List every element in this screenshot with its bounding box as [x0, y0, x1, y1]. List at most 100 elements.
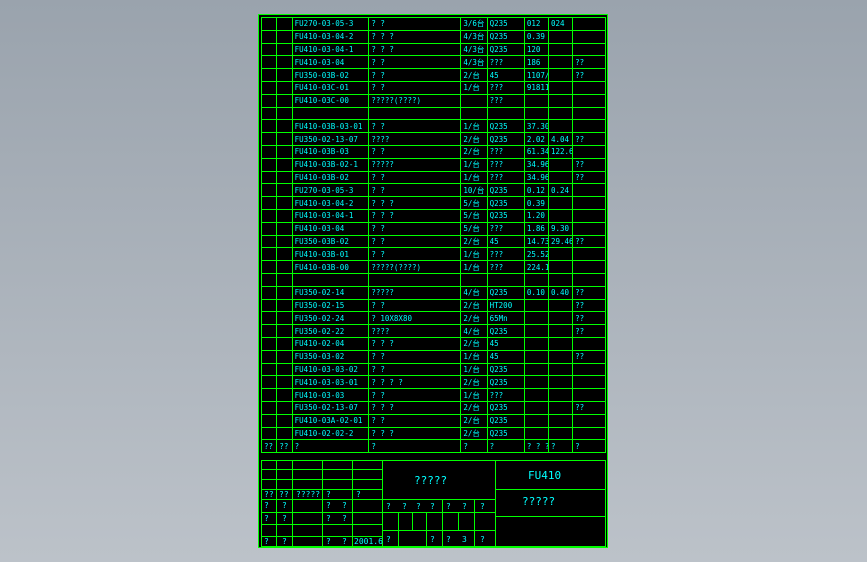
table-cell — [276, 234, 293, 249]
table-cell: 4/3台 — [460, 42, 488, 57]
title-label: ? — [446, 502, 451, 511]
table-cell: 0.24 — [547, 183, 574, 198]
table-cell: Q235 — [486, 119, 525, 134]
table-cell: ? ? — [368, 170, 462, 185]
table-cell: 45 — [486, 234, 525, 249]
table-cell: 4/3台 — [460, 29, 488, 44]
table-cell — [523, 388, 549, 402]
table-cell — [572, 221, 606, 236]
table-cell: 29.46 — [547, 234, 574, 249]
material-name: ????? — [522, 495, 556, 508]
table-cell — [547, 336, 574, 351]
table-cell — [260, 42, 278, 57]
table-cell — [260, 426, 278, 441]
drawing-number: FU410 — [528, 469, 562, 482]
table-cell — [276, 119, 293, 134]
table-cell: FU350-02-24 — [291, 311, 370, 326]
header-cell: ? — [368, 439, 462, 454]
table-cell — [276, 298, 293, 313]
table-cell — [368, 272, 462, 287]
table-cell — [260, 272, 278, 287]
table-cell — [276, 362, 293, 377]
table-cell: FU410-03B-00 — [291, 260, 370, 274]
title-label: ? — [430, 535, 435, 544]
title-label: ? — [480, 502, 485, 511]
table-cell: Q235 — [486, 362, 525, 377]
table-row: FU410-03B-01? ?1/台???25.52 — [260, 247, 606, 262]
table-cell — [523, 298, 549, 313]
table-cell: ? ? — [368, 413, 462, 428]
table-cell: 65Mn — [486, 311, 525, 326]
table-cell: Q235 — [486, 413, 525, 428]
table-cell: Q235 — [486, 183, 525, 198]
table-cell — [276, 349, 293, 364]
table-cell — [572, 183, 606, 198]
table-cell: ? ? ? — [368, 336, 462, 351]
table-cell — [547, 247, 574, 262]
table-cell: ? ? — [368, 234, 462, 249]
table-cell: ?? — [572, 234, 606, 249]
table-cell — [260, 324, 278, 338]
table-cell: FU410-03B-02-1 — [291, 157, 370, 172]
title-label: ? — [264, 501, 269, 510]
table-cell: ? ? ? — [368, 400, 462, 415]
table-cell: 0.39 — [523, 196, 549, 210]
table-cell: Q235 — [486, 17, 525, 31]
title-label: ? — [402, 502, 407, 511]
table-cell: ?? — [572, 55, 606, 70]
title-label: 3 — [462, 535, 467, 544]
table-cell: FU410-03-04 — [291, 55, 370, 70]
table-row — [260, 272, 606, 287]
table-cell: 2/台 — [460, 298, 488, 313]
table-cell: FU410-03-04-1 — [291, 42, 370, 57]
table-cell: FU270-03-05-3 — [291, 183, 370, 198]
table-cell — [276, 106, 293, 121]
table-cell: FU410-03C-01 — [291, 80, 370, 95]
table-cell — [572, 388, 606, 402]
table-cell — [547, 170, 574, 185]
table-cell — [291, 106, 370, 121]
table-cell — [276, 324, 293, 338]
table-cell: ? ? ? — [368, 29, 462, 44]
table-cell — [547, 260, 574, 274]
table-cell: FU410-03B-02 — [291, 170, 370, 185]
table-cell: ? ? ? — [368, 42, 462, 57]
title-label: ? — [386, 535, 391, 544]
table-cell: FU410-03C-00 — [291, 93, 370, 108]
table-cell — [547, 80, 574, 95]
title-label: ? — [480, 535, 485, 544]
table-cell: ?? — [572, 400, 606, 415]
table-cell: 1.86 — [523, 221, 549, 236]
table-cell: 4/3台 — [460, 55, 488, 70]
table-row: FU410-03B-02? ?1/台???34.96?? — [260, 170, 606, 185]
table-cell — [547, 196, 574, 210]
table-cell — [276, 388, 293, 402]
table-cell — [260, 55, 278, 70]
table-cell: 4/台 — [460, 285, 488, 300]
table-cell — [547, 106, 574, 121]
table-cell: FU350-03B-02 — [291, 68, 370, 82]
table-cell: 4/台 — [460, 324, 488, 338]
table-cell: ? ? — [368, 119, 462, 134]
table-cell: ? 10X8X80 — [368, 311, 462, 326]
header-cell: ? — [486, 439, 525, 454]
header-cell: ? — [547, 439, 574, 454]
table-cell: ????? — [368, 157, 462, 172]
table-cell — [260, 336, 278, 351]
table-cell — [523, 413, 549, 428]
table-cell — [572, 413, 606, 428]
table-cell: ? ? ? — [368, 208, 462, 223]
table-cell — [547, 42, 574, 57]
title-label: ? — [342, 537, 347, 546]
table-cell: 25.52 — [523, 247, 549, 262]
table-cell: FU350-02-15 — [291, 298, 370, 313]
table-cell: 2/台 — [460, 400, 488, 415]
table-cell: ?? — [572, 349, 606, 364]
table-row: FU410-03C-00?????(????)??? — [260, 93, 606, 108]
